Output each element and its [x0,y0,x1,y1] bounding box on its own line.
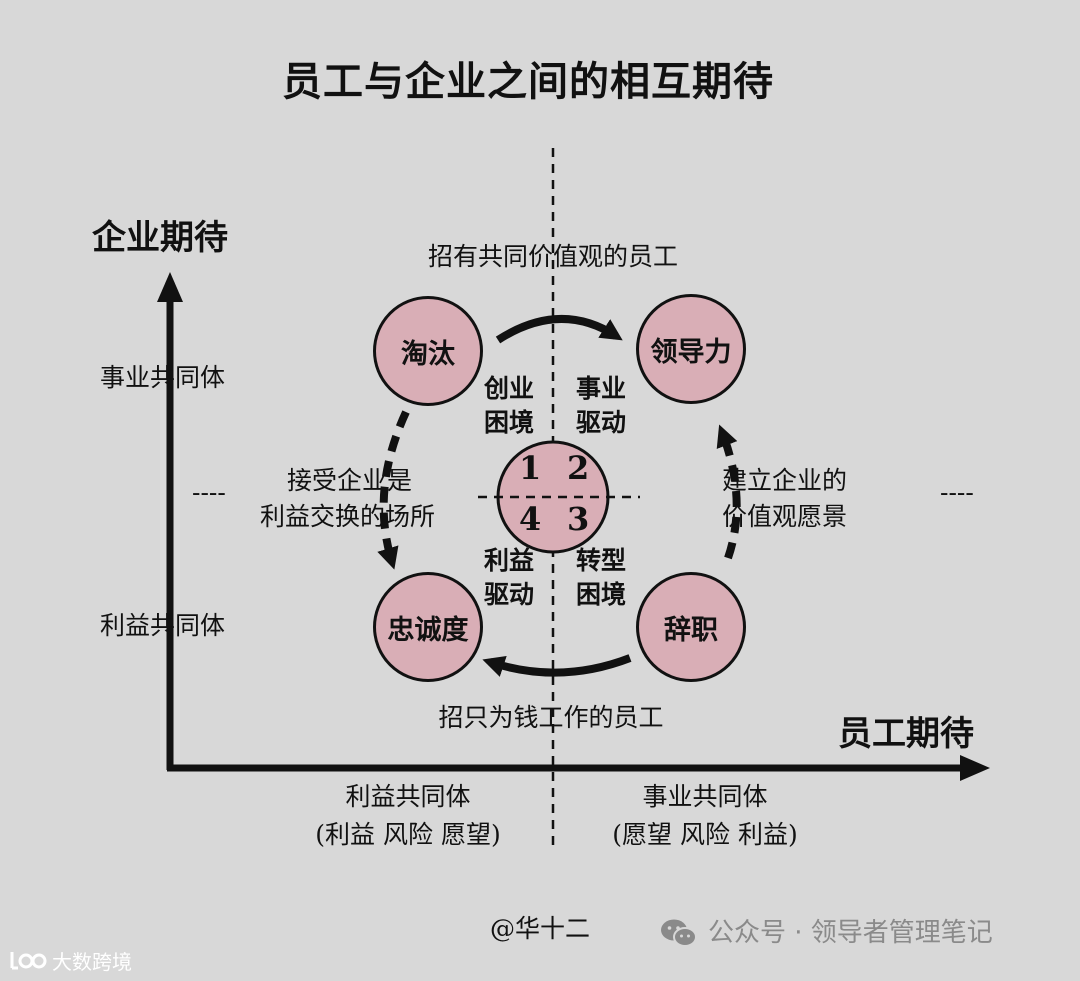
x-axis-title: 员工期待 [838,714,974,754]
x-axis-left-label-1: 利益共同体 [345,782,471,811]
node-bottom-left: 忠诚度 [373,572,483,682]
quadrant-number-1: 1 [519,449,542,487]
y-axis-lower-label: 利益共同体 [100,611,226,640]
quadrant-4-label-2: 驱动 [484,580,535,609]
quadrant-3-label-2: 困境 [576,580,627,609]
x-axis-right-label-2: (愿望 风险 利益) [612,820,798,849]
x-axis-left-label-2: (利益 风险 愿望) [315,820,501,849]
quadrant-3-label-1: 转型 [576,546,627,575]
arrow-top-label: 招有共同价值观的员工 [427,242,679,271]
node-top-left: 淘汰 [373,296,483,406]
arrow-left [377,410,410,570]
x-axis-arrowhead [960,755,990,781]
arrow-right [716,424,741,560]
quadrant-number-4: 4 [519,500,542,538]
wechat-account-label: 公众号 · 领导者管理笔记 [708,918,993,948]
y-axis-title: 企业期待 [92,218,228,258]
quadrant-2-label-1: 事业 [576,374,627,403]
arrow-right-label-2: 价值观愿景 [722,502,848,531]
quadrant-1-label-2: 困境 [484,408,535,437]
node-bottom-right: 辞职 [636,572,746,682]
arrow-right-label-1: 建立企业的 [722,466,848,495]
quadrant-2-label-2: 驱动 [576,408,627,437]
wechat-icon [660,918,698,948]
right-dash: ---- [940,478,974,507]
quadrant-number-3: 3 [567,500,590,538]
arrow-top [495,315,623,344]
y-axis-upper-label: 事业共同体 [100,363,226,392]
left-dash: ---- [192,478,226,507]
watermark-logo-icon [8,948,48,974]
node-top-right: 领导力 [636,294,746,404]
quadrant-number-2: 2 [567,449,590,487]
arrow-bottom [482,654,632,677]
arrow-left-label-2: 利益交换的场所 [260,502,436,531]
arrow-left-label-1: 接受企业是 [287,466,413,495]
quadrant-1-label-1: 创业 [484,374,535,403]
author-credit: @华十二 [490,914,591,943]
diagram-title: 员工与企业之间的相互期待 [282,58,774,105]
watermark-label: 大数跨境 [52,950,132,974]
x-axis-right-label-1: 事业共同体 [642,782,768,811]
y-axis-arrowhead [157,272,183,302]
arrow-bottom-label: 招只为钱工作的员工 [438,703,664,732]
quadrant-4-label-1: 利益 [484,546,535,575]
